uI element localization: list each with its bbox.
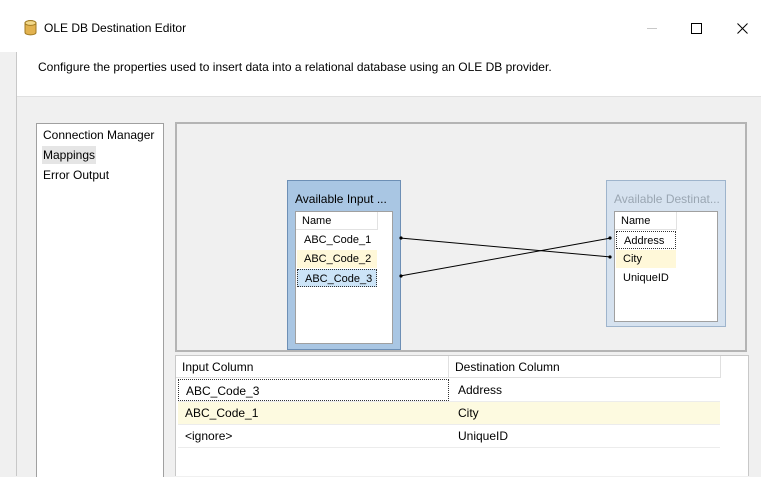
available-destination-box[interactable]: Available Destinat... Name Address City … [606, 180, 726, 327]
title-bar: OLE DB Destination Editor [0, 0, 761, 52]
window-title: OLE DB Destination Editor [44, 21, 187, 35]
minimize-button[interactable] [632, 16, 672, 40]
input-list-header: Name [296, 212, 378, 230]
input-item-abc-code-3[interactable]: ABC_Code_3 [297, 269, 377, 287]
grid-header-input-column[interactable]: Input Column [176, 356, 449, 378]
nav-item-error-output[interactable]: Error Output [43, 168, 110, 182]
maximize-button[interactable] [676, 16, 716, 40]
nav-item-connection-manager[interactable]: Connection Manager [43, 128, 155, 142]
dest-column-list[interactable]: Name Address City UniqueID [614, 211, 718, 322]
row-divider [178, 424, 720, 425]
nav-item-mappings[interactable]: Mappings [42, 146, 97, 164]
header-description: Configure the properties used to insert … [38, 60, 552, 74]
dest-item-address[interactable]: Address [616, 231, 676, 249]
available-input-box[interactable]: Available Input ... Name ABC_Code_1 ABC_… [287, 180, 401, 350]
table-row: ABC_Code_3 Address [178, 379, 720, 401]
grid-header-destination-column[interactable]: Destination Column [449, 356, 721, 378]
input-column-cell[interactable]: ABC_Code_3 [178, 379, 449, 401]
table-row: <ignore> UniqueID [178, 425, 720, 447]
nav-panel: Connection Manager Mappings Error Output [36, 123, 164, 477]
input-column-cell[interactable]: <ignore> [185, 429, 233, 443]
input-box-title: Available Input ... [295, 192, 387, 206]
table-row: ABC_Code_1 City [178, 402, 720, 424]
destination-column-cell[interactable]: UniqueID [458, 429, 509, 443]
mapping-grid: Input Column Destination Column ABC_Code… [175, 355, 749, 476]
dest-item-city[interactable]: City [616, 250, 676, 268]
maximize-icon [690, 22, 702, 34]
dest-item-uniqueid[interactable]: UniqueID [623, 272, 669, 284]
destination-column-cell[interactable]: Address [458, 383, 503, 397]
dest-box-title: Available Destinat... [614, 192, 720, 206]
input-column-cell[interactable]: ABC_Code_1 [185, 406, 259, 420]
input-item-abc-code-1[interactable]: ABC_Code_1 [304, 234, 372, 246]
database-icon [24, 20, 37, 36]
destination-column-cell[interactable]: City [458, 406, 479, 420]
left-edge [0, 52, 17, 476]
dest-list-header: Name [615, 212, 677, 230]
input-column-list[interactable]: Name ABC_Code_1 ABC_Code_2 ABC_Code_3 [295, 211, 393, 344]
row-divider [178, 447, 720, 448]
row-divider [178, 401, 720, 402]
input-item-abc-code-2[interactable]: ABC_Code_2 [297, 250, 377, 268]
close-button[interactable] [722, 16, 761, 40]
header-panel: Configure the properties used to insert … [0, 52, 761, 97]
close-icon [736, 22, 748, 34]
minimize-icon [647, 28, 657, 29]
